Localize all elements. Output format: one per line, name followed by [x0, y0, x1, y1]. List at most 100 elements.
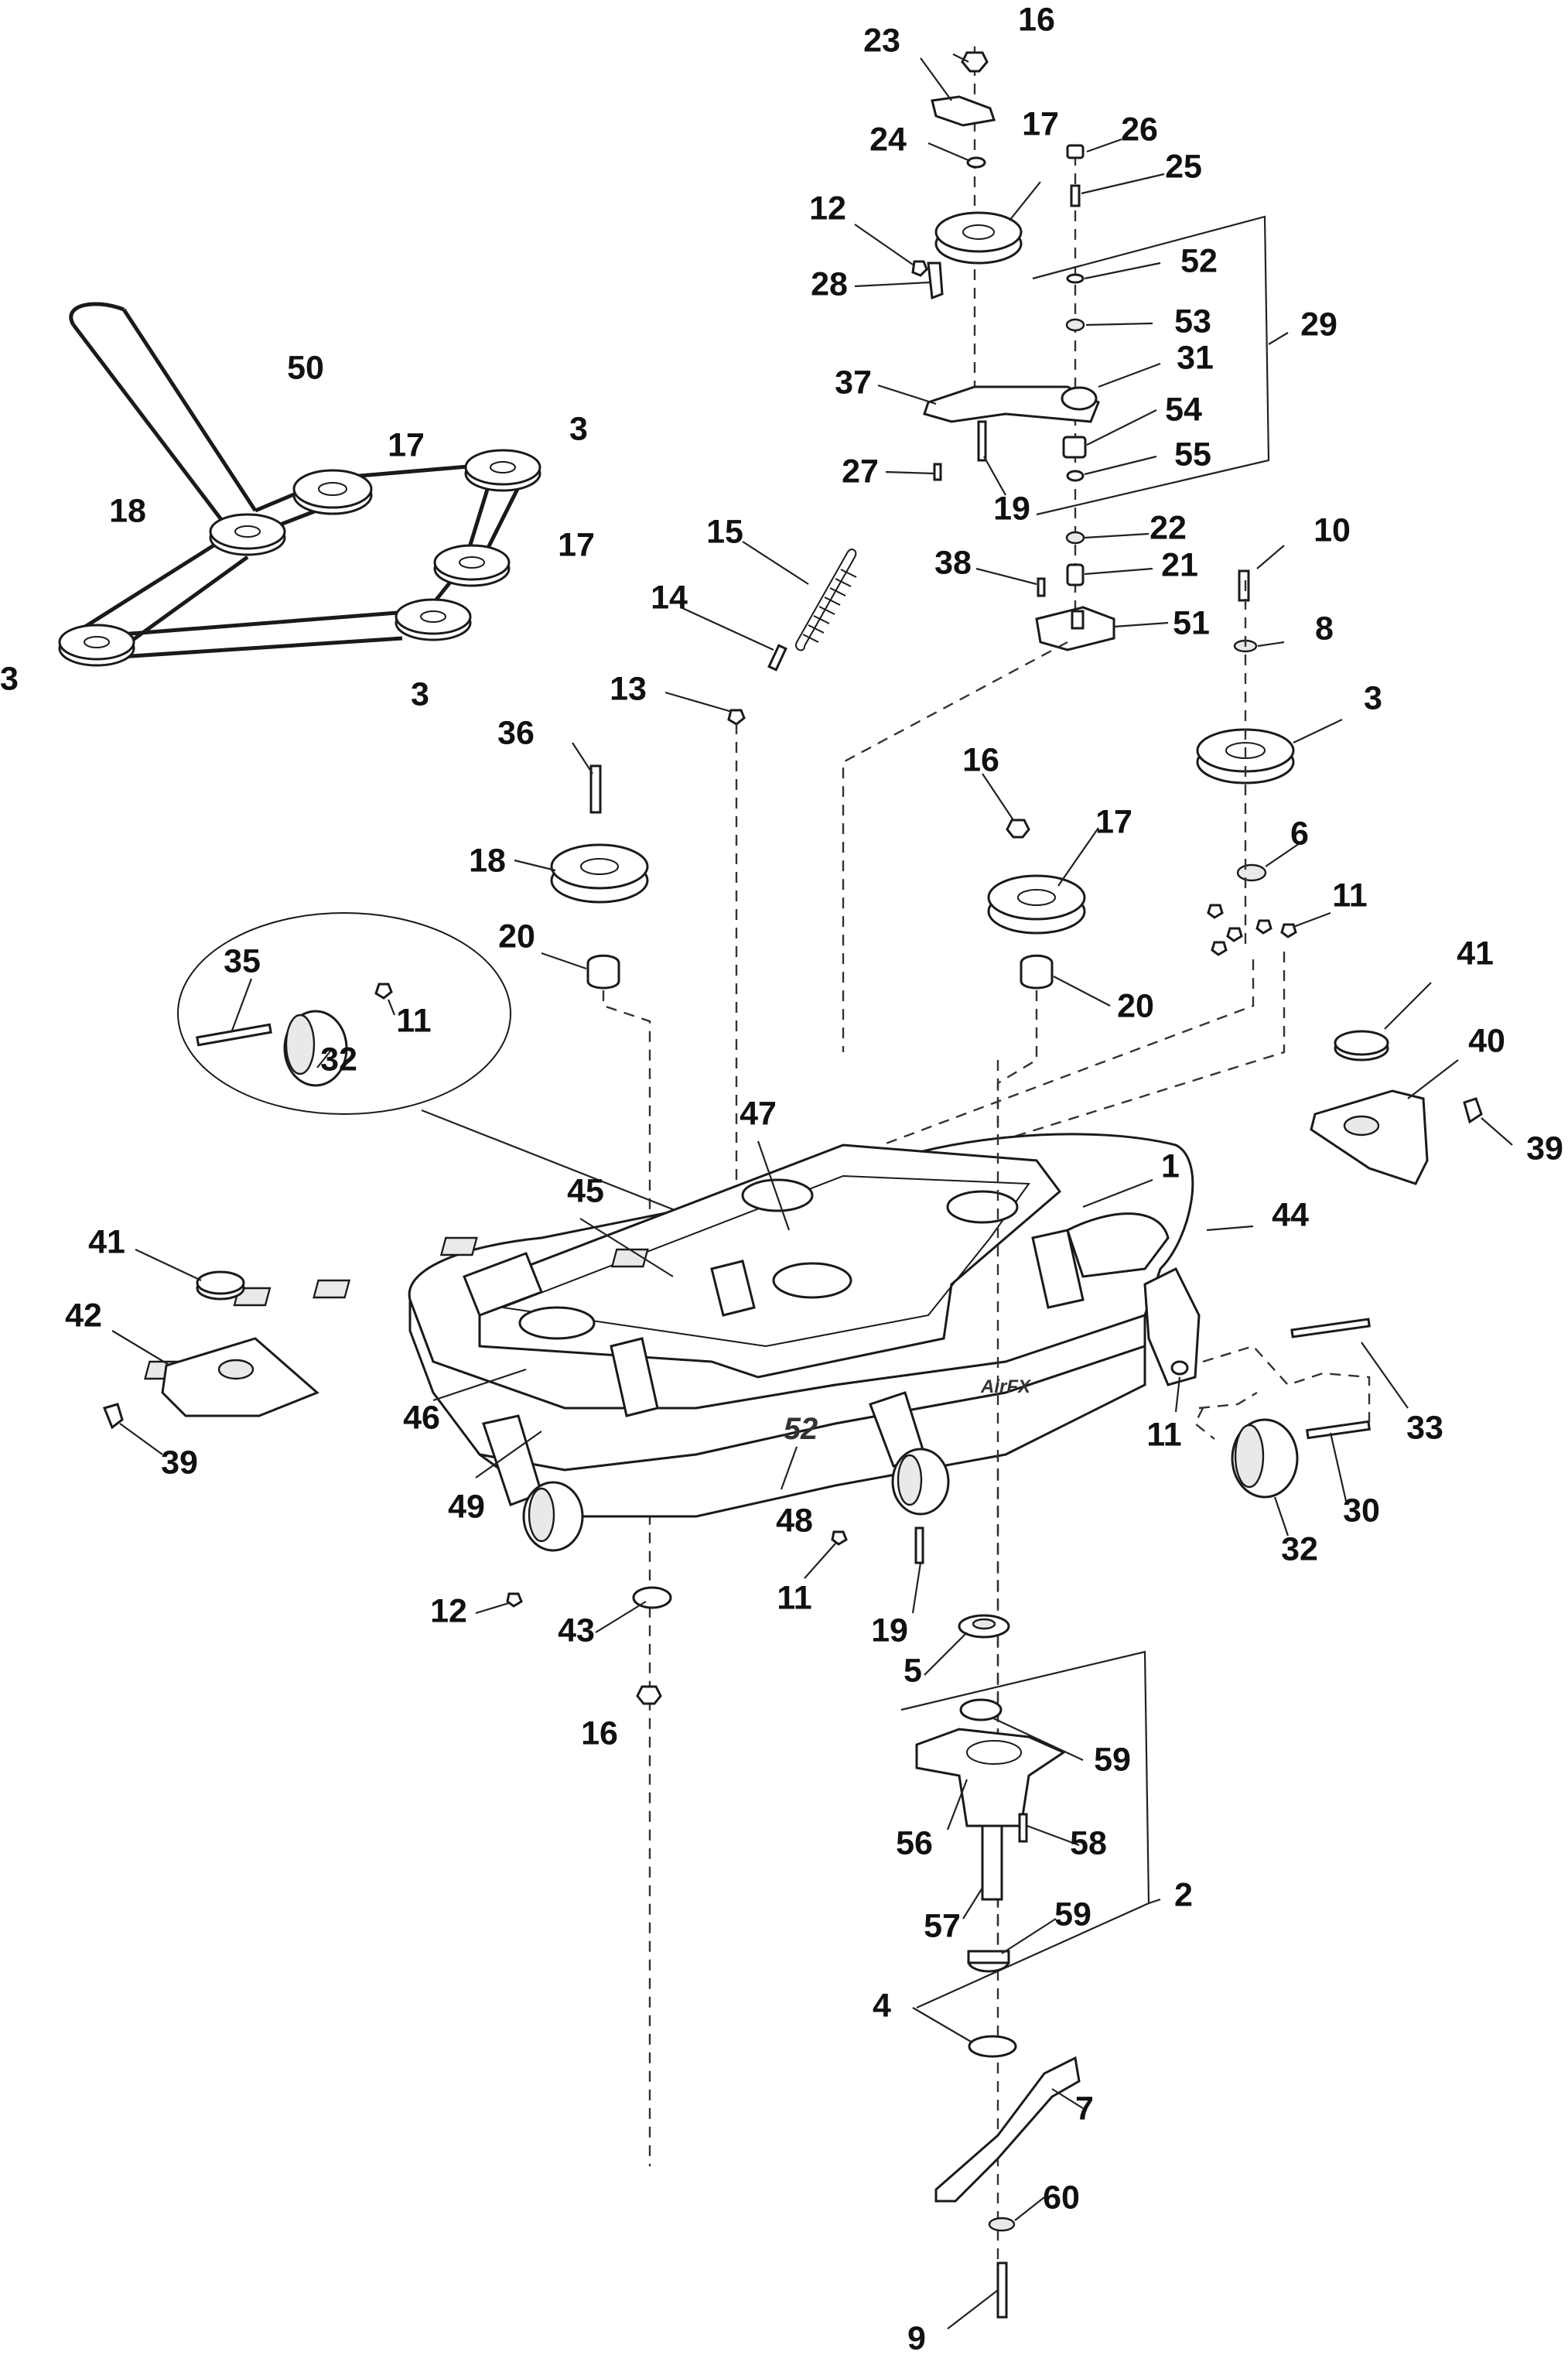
- callout-5: 5: [904, 1652, 922, 1689]
- pulley-3-belt-a: [464, 449, 541, 492]
- callout-56: 56: [896, 1824, 933, 1861]
- callout-47: 47: [740, 1095, 777, 1132]
- callout-31: 31: [1177, 339, 1214, 376]
- nut-16-bottom: [636, 1685, 662, 1705]
- callout-18: 18: [109, 492, 146, 529]
- decal-47b: [610, 1248, 649, 1268]
- callout-19: 19: [871, 1612, 908, 1649]
- shaft-57: [981, 1824, 1003, 1901]
- belt-routing-assembly: [58, 302, 541, 667]
- seal-4: [968, 2035, 1017, 2058]
- callout-21: 21: [1161, 546, 1198, 583]
- callout-12: 12: [430, 1592, 467, 1629]
- screw-27: [933, 463, 942, 481]
- idler-arm-37: [923, 385, 1100, 423]
- right-pulley-stack: [881, 545, 1343, 1170]
- callout-8: 8: [1315, 610, 1334, 647]
- callout-50: 50: [287, 349, 324, 386]
- bracket-23: [931, 95, 996, 127]
- pulley-18-belt: [209, 513, 286, 556]
- callout-51: 51: [1173, 604, 1210, 641]
- callout-38: 38: [934, 544, 972, 581]
- callout-18: 18: [469, 842, 506, 879]
- deck-front-wheels: [482, 1391, 950, 1552]
- pulley-17-belt: [292, 469, 373, 515]
- callout-59: 59: [1094, 1741, 1131, 1778]
- rear-roller-assembly: [1194, 1318, 1409, 1537]
- bolt-9: [996, 2261, 1008, 2319]
- callout-45: 45: [567, 1172, 604, 1209]
- pulley-3-belt-b: [395, 598, 472, 641]
- callout-11: 11: [396, 1002, 431, 1039]
- callout-46: 46: [403, 1399, 440, 1436]
- cup-43: [632, 1586, 672, 1609]
- mower-deck-shell: 52 AirFX: [143, 1133, 1201, 1518]
- spindle-assembly: [475, 1060, 1161, 2330]
- right-chute-cover: [1310, 982, 1513, 1185]
- pulley-3-belt-c: [58, 624, 135, 667]
- bolt-35: [196, 1023, 272, 1047]
- group-bracket-2: [900, 1650, 1150, 2009]
- callout-33: 33: [1406, 1409, 1443, 1446]
- spacer-20-left: [586, 954, 620, 990]
- callout-23: 23: [863, 22, 900, 59]
- callout-58: 58: [1070, 1824, 1107, 1861]
- blade-7: [934, 2056, 1081, 2203]
- bolt-33: [1290, 1318, 1371, 1338]
- decal-45: [313, 1279, 351, 1299]
- callout-19: 19: [993, 490, 1030, 527]
- callout-41: 41: [1457, 935, 1494, 972]
- callout-43: 43: [558, 1612, 595, 1649]
- callout-59: 59: [1054, 1896, 1091, 1933]
- callout-20: 20: [1117, 987, 1154, 1024]
- callout-37: 37: [835, 364, 872, 401]
- knob-39-right: [1463, 1097, 1483, 1124]
- callout-57: 57: [924, 1907, 961, 1944]
- callout-32: 32: [320, 1041, 357, 1078]
- callout-15: 15: [706, 513, 743, 550]
- callout-16: 16: [962, 741, 999, 778]
- callout-41: 41: [88, 1223, 125, 1260]
- washer-53: [1065, 318, 1085, 332]
- pulley-17-center: [987, 874, 1086, 935]
- bearing-59-upper: [959, 1698, 1003, 1721]
- washer-24: [966, 156, 986, 169]
- washer-60: [988, 2217, 1016, 2232]
- callout-35: 35: [224, 942, 261, 979]
- callout-20: 20: [498, 918, 535, 955]
- callout-25: 25: [1165, 148, 1202, 185]
- callout-4: 4: [873, 1987, 891, 2024]
- callout-55: 55: [1174, 436, 1211, 473]
- callout-16: 16: [1018, 1, 1055, 38]
- callout-16: 16: [581, 1714, 618, 1752]
- idler-arm-stack: [854, 46, 1289, 651]
- callout-49: 49: [448, 1488, 485, 1525]
- callout-12: 12: [809, 190, 846, 227]
- callout-14: 14: [651, 579, 688, 616]
- callout-7: 7: [1075, 2090, 1094, 2127]
- callout-11: 11: [777, 1579, 811, 1616]
- gauge-wheel-detail: [177, 912, 697, 1220]
- bolt-10: [1238, 569, 1250, 602]
- spindle-housing-56: [915, 1728, 1067, 1827]
- callout-3: 3: [1364, 679, 1382, 716]
- bolt-38: [1037, 577, 1046, 597]
- callout-60: 60: [1043, 2179, 1080, 2216]
- right-bracket: [1031, 1229, 1085, 1309]
- callout-6: 6: [1290, 815, 1309, 852]
- center-pulley-stack: [982, 773, 1111, 1957]
- spacer-20-center: [1020, 954, 1054, 990]
- front-bracket-center: [710, 1260, 756, 1317]
- deck-leader-lines: [432, 1140, 1254, 1478]
- callout-29: 29: [1300, 306, 1337, 343]
- callout-28: 28: [811, 265, 848, 303]
- ring-55: [1066, 470, 1085, 482]
- bolt-25: [1070, 184, 1081, 207]
- right-roller-bracket: [1143, 1267, 1201, 1386]
- callout-10: 10: [1313, 511, 1351, 549]
- front-bracket-left: [610, 1337, 659, 1417]
- bolt-19-top: [977, 420, 987, 462]
- nut-16-top: [961, 51, 989, 73]
- roller-32-rear: [1231, 1418, 1299, 1499]
